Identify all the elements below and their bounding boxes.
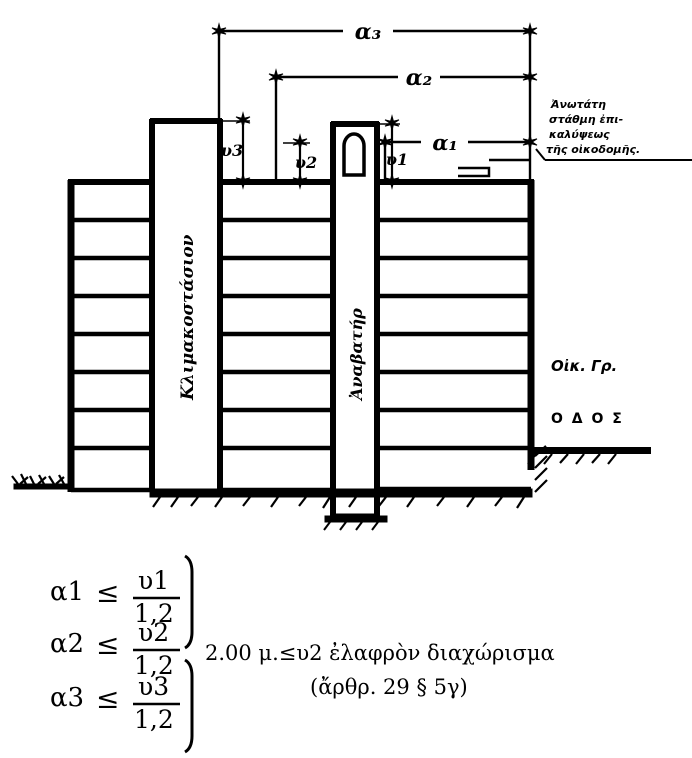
grass-hatching-base: [152, 496, 525, 509]
formula-row-3: α3 ≤ υ3 1,2: [50, 672, 180, 734]
note-line-3: καλύψεως: [549, 128, 610, 141]
formula-1-numerator: υ1: [138, 566, 169, 595]
interior-labels: Κλιμακοστάσιον Ἀναβατήρ: [178, 234, 366, 402]
dimension-v3: [222, 112, 251, 189]
formula-2-denominator: 1,2: [134, 651, 174, 680]
note-leader-hook: [535, 148, 546, 161]
formula-2-operator: ≤: [96, 628, 119, 661]
formula-brace: [184, 554, 194, 754]
note-line-1: Ἀνωτάτη: [550, 98, 606, 111]
label-a1: α₁: [432, 130, 457, 155]
formula-1-denominator: 1,2: [134, 599, 174, 628]
stairwell-block: [149, 118, 223, 492]
street-label: Ο Δ Ο Σ: [551, 411, 624, 427]
floor-slabs-left-wing: [71, 217, 152, 493]
street-hatching: [527, 453, 617, 465]
elevator-arch-niche: [342, 132, 366, 177]
building-line-label: Οἰκ. Γρ.: [551, 357, 617, 375]
dimension-network: [211, 23, 538, 189]
formula-3-numerator: υ3: [138, 672, 169, 701]
formula-3-operator: ≤: [96, 682, 119, 715]
formula-row-1: α1 ≤ υ1 1,2: [50, 566, 180, 628]
formula-1-operator: ≤: [96, 576, 119, 609]
building-section: [67, 118, 535, 519]
floor-slabs-right-wing: [377, 217, 531, 492]
elevator-label: Ἀναβατήρ: [347, 308, 366, 402]
label-a3: α₃: [355, 19, 382, 45]
retaining-wall-hatching: [534, 445, 548, 493]
ground-line: [11, 473, 533, 531]
formula-row-2: α2 ≤ υ2 1,2: [50, 618, 180, 680]
formula-block: α1 ≤ υ1 1,2 α2 ≤ υ2 1,2 α3 ≤ υ3 1,2: [50, 554, 555, 754]
note-line-4: τῆς οἰκοδομῆς.: [546, 143, 640, 156]
label-a2: α₂: [406, 65, 433, 91]
dimension-labels: α₃ α₂ α₁ υ3 υ2 υ1: [221, 19, 458, 172]
floor-slabs-middle-wing: [220, 217, 333, 493]
roof-parapet-detail: [458, 158, 531, 178]
formula-2-numerator: υ2: [138, 618, 169, 647]
formula-3-denominator: 1,2: [134, 705, 174, 734]
dimension-a3: [211, 23, 538, 182]
dimension-a2: [268, 69, 538, 182]
dimension-v2: [283, 134, 310, 189]
label-v1: υ1: [386, 150, 408, 169]
street-surface: [527, 445, 651, 493]
stairwell-label: Κλιμακοστάσιον: [178, 234, 198, 401]
coverage-level-note: Ἀνωτάτη στάθμη ἐπι- καλύψεως τῆς οἰκοδομ…: [546, 98, 640, 156]
label-v3: υ3: [221, 141, 243, 160]
grass-hatching-left: [11, 473, 65, 485]
formula-1-left: α1: [50, 577, 84, 607]
grass-hatching-pit: [323, 521, 379, 531]
formula-2-left: α2: [50, 629, 84, 659]
label-v2: υ2: [295, 153, 317, 172]
formula-3-left: α3: [50, 683, 84, 713]
formula-note-line-1: 2.00 μ.≤υ2 ἐλαφρὸν διαχώρισμα: [205, 641, 555, 665]
note-line-2: στάθμη ἐπι-: [549, 113, 623, 126]
right-side-labels: Οἰκ. Γρ. Ο Δ Ο Σ: [551, 357, 624, 427]
formula-note-line-2: (ἄρθρ. 29 § 5γ): [310, 675, 468, 699]
